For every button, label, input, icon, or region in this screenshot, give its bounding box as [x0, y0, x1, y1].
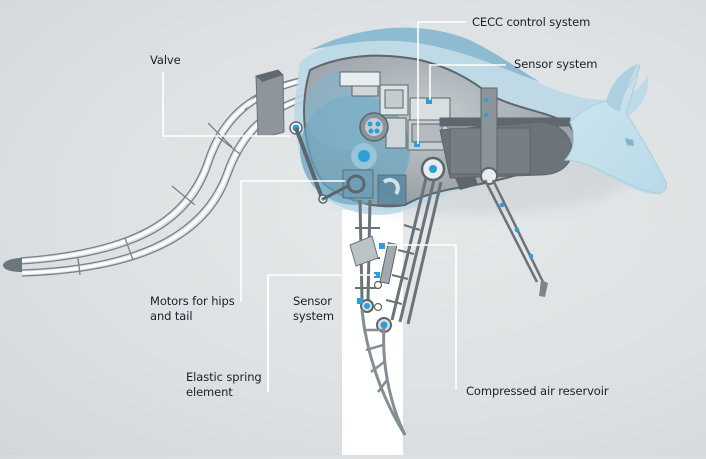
ear — [606, 64, 638, 112]
angled-plate — [349, 235, 379, 267]
ankle-joint-left-dot — [364, 303, 370, 309]
label-motors-line1: Motors for hips — [150, 294, 235, 308]
leader-air — [385, 244, 457, 390]
leader-lines — [162, 21, 506, 392]
motor-block — [342, 169, 407, 206]
air-reservoir-marker — [379, 243, 385, 249]
tail-tip — [2, 258, 22, 272]
gear-upper — [359, 112, 389, 142]
back-crest — [310, 27, 540, 82]
sensor-bottom-marker — [374, 272, 380, 278]
label-spring-line1: Elastic spring — [186, 370, 262, 384]
valve-cap — [256, 70, 283, 82]
front-leg — [480, 167, 548, 297]
spring-marker — [357, 298, 363, 304]
leader-sensor-top — [429, 64, 506, 100]
label-cecc-control-system: CECC control system — [472, 15, 591, 29]
label-sensor-system-bottom: Sensor system — [293, 294, 334, 324]
elastic-spring-foot — [360, 309, 407, 436]
label-sensor-system-top: Sensor system — [514, 57, 598, 71]
ankle-joint-small — [373, 302, 383, 312]
front-bracket — [455, 176, 478, 190]
label-compressed-air-reservoir: Compressed air reservoir — [466, 384, 609, 398]
leader-valve — [162, 72, 290, 137]
eye — [625, 138, 634, 146]
small-joint — [373, 280, 383, 290]
leader-motors — [240, 180, 345, 302]
ankle-joint-right-dot — [380, 321, 388, 329]
sensor-top-marker — [426, 98, 432, 104]
piston — [379, 242, 398, 285]
label-elastic-spring-element: Elastic spring element — [186, 370, 262, 400]
label-motors-line2: and tail — [150, 309, 193, 323]
hip-motor — [351, 143, 377, 169]
hip-linkage — [294, 127, 324, 199]
knee-pulley-dot — [429, 165, 437, 173]
leader-cecc — [417, 21, 466, 144]
label-motors-for-hips-and-tail: Motors for hips and tail — [150, 294, 235, 324]
cecc-marker — [414, 141, 420, 147]
tail-motor-arm — [322, 184, 349, 201]
label-spring-line2: element — [186, 385, 233, 399]
label-sensor-bottom-line2: system — [293, 309, 334, 323]
label-sensor-bottom-line1: Sensor — [293, 294, 332, 308]
label-valve: Valve — [150, 53, 181, 67]
tail-frame — [19, 77, 306, 277]
